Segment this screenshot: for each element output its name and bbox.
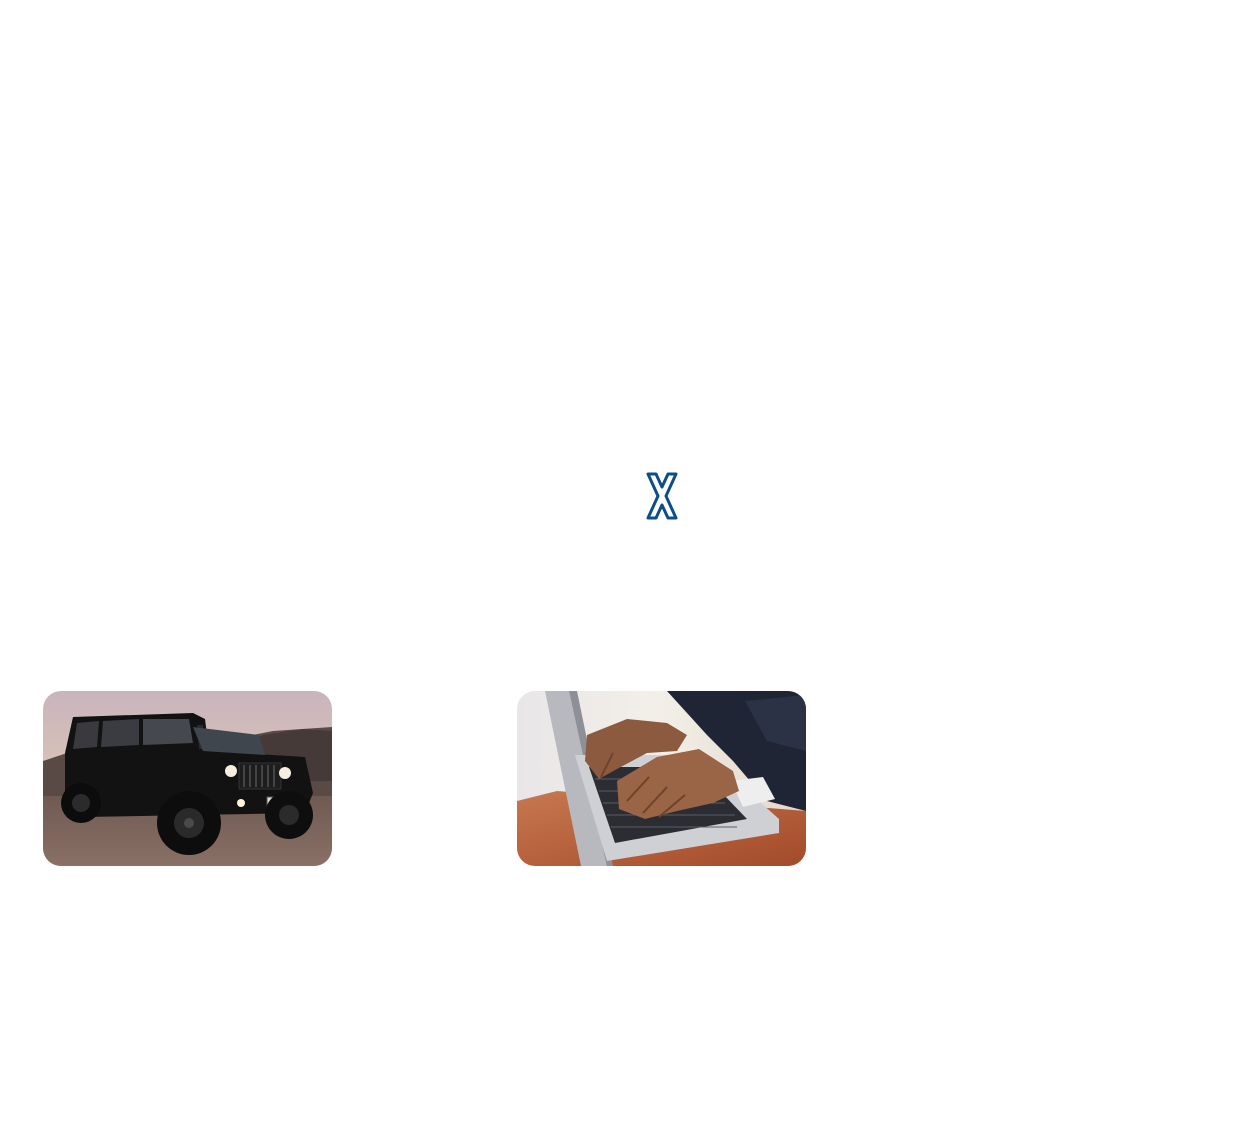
jeep-photo[interactable] [43, 691, 332, 866]
laptop-photo[interactable] [517, 691, 806, 866]
close-x-icon[interactable] [640, 470, 684, 522]
